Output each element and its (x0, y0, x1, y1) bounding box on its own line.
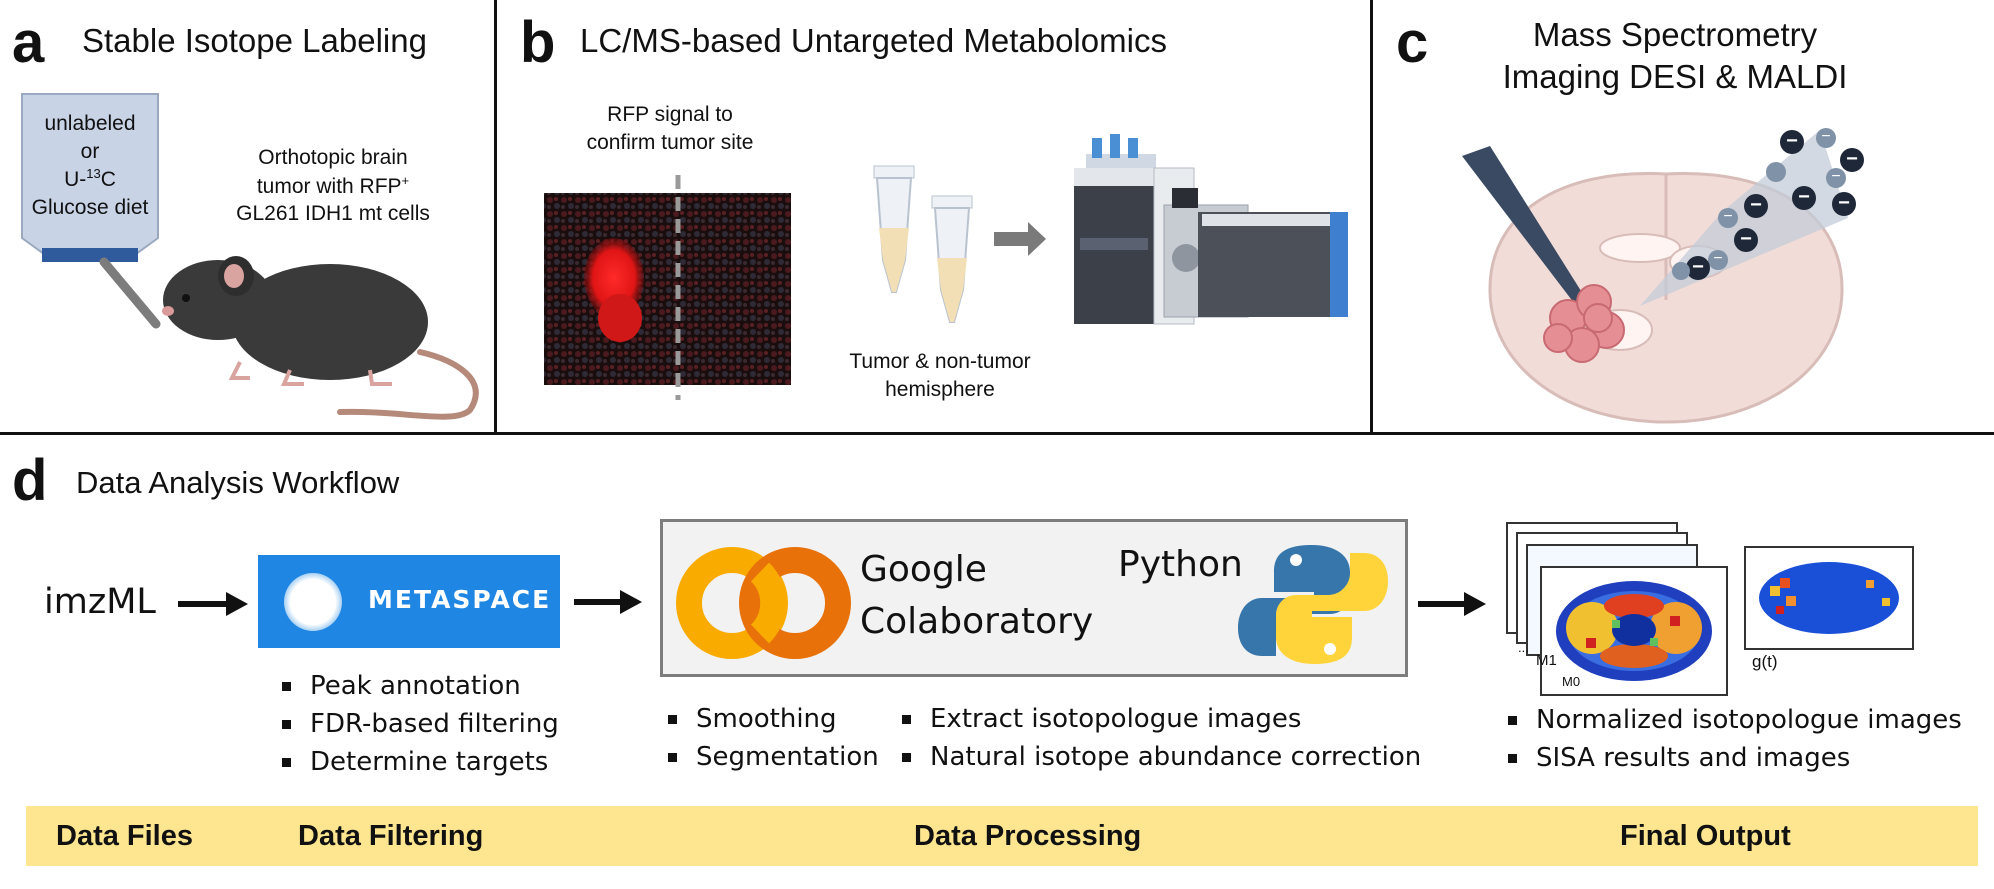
ion-light: − (1826, 168, 1846, 188)
ion-dark: − (1840, 148, 1864, 172)
ion-dark: − (1686, 256, 1710, 280)
diet-label-line1: unlabeled (44, 112, 136, 135)
bullet-item: Extract isotopologue images (902, 700, 1421, 738)
bullet-item: FDR-based filtering (282, 705, 559, 743)
mouse-label-line3: GL261 IDH1 mt cells (236, 202, 430, 226)
label-dots: ... (1518, 640, 1529, 655)
sisa-result-image (1744, 546, 1914, 650)
label-m1: M1 (1536, 652, 1557, 669)
panel-c-title: Mass Spectrometry Imaging DESI & MALDI (1470, 14, 1880, 98)
panel-c-letter: c (1396, 10, 1429, 75)
processing-bullets-left: Smoothing Segmentation (668, 700, 879, 776)
m0-heatmap (1556, 581, 1712, 681)
panel-a-letter: a (12, 10, 45, 75)
bullet-item: Segmentation (668, 738, 879, 776)
diet-feeder-illustration (21, 93, 161, 329)
ion-light: − (1708, 250, 1728, 270)
bullet-item: Natural isotope abundance correction (902, 738, 1421, 776)
stage-data-processing: Data Processing (914, 820, 1142, 852)
panel-d-letter: d (12, 448, 48, 513)
panel-c-title-line2: Imaging DESI & MALDI (1502, 58, 1848, 95)
panel-b-title: LC/MS-based Untargeted Metabolomics (580, 22, 1167, 59)
metaspace-bullets: Peak annotation FDR-based filtering Dete… (282, 667, 559, 781)
mouse-label-line2: tumor with RFP+ (256, 172, 410, 198)
stage-bar: Data Files Data Filtering Data Processin… (26, 806, 1978, 866)
bullet-item: SISA results and images (1508, 739, 1962, 777)
bullet-item: Determine targets (282, 743, 559, 781)
isotopologue-image-m0 (1540, 566, 1728, 696)
colab-label: Google Colaboratory (860, 544, 1093, 648)
ion-dark: − (1734, 228, 1758, 252)
mouse-illustration (162, 256, 479, 420)
diet-label-line2: or (80, 139, 100, 163)
metaspace-orb-icon (284, 573, 342, 631)
ion-dark: − (1832, 192, 1856, 216)
panel-c-title-line1: Mass Spectrometry (1532, 16, 1818, 53)
panel-a-title: Stable Isotope Labeling (82, 22, 427, 59)
diet-label: unlabeled or U-13C Glucose diet (22, 110, 158, 222)
rfp-label-line1: RFP signal to (607, 103, 733, 126)
python-label: Python (1118, 544, 1243, 585)
tube-label-line1: Tumor & non-tumor (849, 350, 1031, 373)
divider-vertical-ab (494, 0, 497, 434)
ion-dark: − (1792, 186, 1816, 210)
colab-label-line1: Google (860, 549, 987, 590)
ion-light (1672, 262, 1690, 280)
gt-heatmap (1759, 562, 1899, 634)
ion-dark: − (1780, 130, 1804, 154)
colab-label-line2: Colaboratory (860, 601, 1094, 642)
ion-light: − (1718, 208, 1738, 228)
imzml-label: imzML (44, 582, 156, 622)
diet-label-line3: U-13C (64, 166, 116, 192)
diet-label-line4: Glucose diet (31, 196, 149, 220)
mouse-label: Orthotopic brain tumor with RFP+ GL261 I… (218, 144, 448, 228)
label-m0: M0 (1562, 674, 1581, 689)
metaspace-wordmark: METASPACE (368, 585, 552, 614)
processing-bullets-right: Extract isotopologue images Natural isot… (902, 700, 1421, 776)
tube-label-line2: hemisphere (885, 377, 995, 401)
rfp-label-line2: confirm tumor site (586, 130, 754, 154)
rfp-label: RFP signal to confirm tumor site (560, 101, 780, 156)
divider-horizontal (0, 432, 1994, 435)
mouse-label-line1: Orthotopic brain (258, 146, 408, 169)
tube-label: Tumor & non-tumor hemisphere (820, 348, 1060, 403)
stage-data-filtering: Data Filtering (298, 820, 484, 852)
divider-vertical-bc (1370, 0, 1373, 434)
metaspace-logo: METASPACE (258, 555, 560, 648)
output-bullets: Normalized isotopologue images SISA resu… (1508, 701, 1962, 777)
ion-light: − (1816, 128, 1836, 148)
output-image-stack: ... M1 M0 (1506, 522, 1736, 696)
panel-d-title: Data Analysis Workflow (76, 465, 400, 500)
ion-light (1766, 162, 1786, 182)
panel-b-letter: b (520, 10, 556, 75)
bullet-item: Peak annotation (282, 667, 559, 705)
stage-final-output: Final Output (1620, 820, 1791, 852)
ion-dark: − (1744, 194, 1768, 218)
label-gt: g(t) (1752, 652, 1778, 671)
bullet-item: Normalized isotopologue images (1508, 701, 1962, 739)
tumor-region (1543, 284, 1625, 363)
stage-data-files: Data Files (56, 820, 193, 852)
bullet-item: Smoothing (668, 700, 879, 738)
